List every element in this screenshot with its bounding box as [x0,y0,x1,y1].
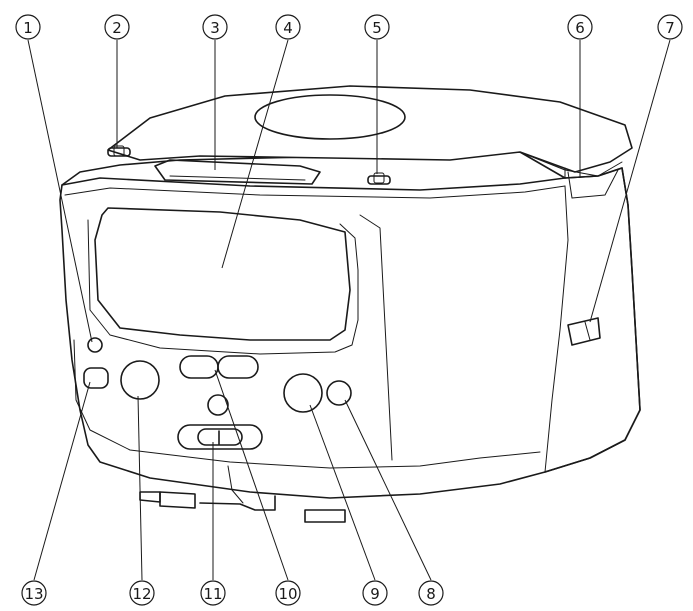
callout-circle [202,14,228,40]
button-center [207,394,229,416]
callout-circle [200,580,226,606]
callout-number: 2 [112,19,122,37]
knob-left [120,360,160,400]
callout-circle [362,580,388,606]
callout-number: 10 [278,585,297,603]
lid-handle [154,159,321,185]
callout-number: 12 [132,585,151,603]
callout-number: 11 [203,585,222,603]
callout-circle [657,14,683,40]
callout-13: 13 [21,580,47,606]
callout-11: 11 [200,580,226,606]
device-body [59,151,641,499]
callout-1: 1 [15,14,41,40]
callout-5: 5 [364,14,390,40]
callout-circle [275,14,301,40]
callout-number: 9 [370,585,380,603]
indicator-led [87,337,103,353]
callout-6: 6 [567,14,593,40]
callout-4: 4 [275,14,301,40]
callout-number: 5 [372,19,382,37]
callout-number: 13 [24,585,43,603]
callout-number: 6 [575,19,585,37]
lid-latch-right [367,172,391,185]
display-window [94,207,351,341]
callout-number: 4 [283,19,293,37]
callout-circle [418,580,444,606]
side-panel [544,167,641,473]
callout-circle [21,580,47,606]
callout-circle [275,580,301,606]
callout-circle [129,580,155,606]
callout-9: 9 [362,580,388,606]
callout-number: 8 [426,585,436,603]
lid-window [254,94,406,140]
callout-7: 7 [657,14,683,40]
callout-number: 3 [210,19,220,37]
arrow-buttons [179,355,259,379]
callout-3: 3 [202,14,228,40]
slider-switch [177,424,263,450]
callout-12: 12 [129,580,155,606]
callout-circle [104,14,130,40]
callout-8: 8 [418,580,444,606]
callout-circle [567,14,593,40]
leader-lines [27,39,671,581]
callout-number: 1 [23,19,33,37]
side-latch [567,317,601,346]
button-right [326,380,352,406]
callout-number: 7 [665,19,675,37]
callout-10: 10 [275,580,301,606]
button-small-left [83,367,109,389]
callout-circle [364,14,390,40]
knob-right [283,373,323,413]
lid-latch-left [107,145,131,157]
callout-circle [15,14,41,40]
callout-2: 2 [104,14,130,40]
device-lid [107,85,633,173]
